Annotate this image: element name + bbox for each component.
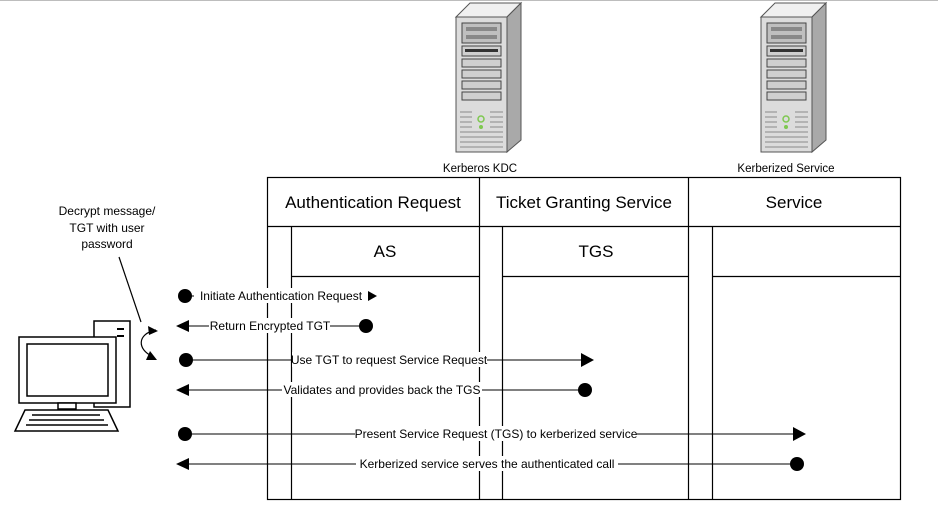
- client-note-line-2: TGT with user: [69, 221, 144, 235]
- message-3-label: Use TGT to request Service Request: [291, 353, 488, 367]
- decrypt-loop-arrowhead: [146, 351, 157, 360]
- swimlane-frame: [266, 176, 902, 501]
- message-5-label: Present Service Request (TGS) to kerberi…: [355, 427, 638, 441]
- loop-incoming-arrowhead: [148, 326, 158, 335]
- lane-header-authentication: Authentication Request: [285, 193, 461, 212]
- client-note-line-1: Decrypt message/: [59, 204, 156, 218]
- message-1-label: Initiate Authentication Request: [200, 289, 363, 303]
- lane-header-service: Service: [766, 193, 823, 212]
- client-note-line-3: password: [81, 237, 132, 251]
- client-computer-icon: [13, 320, 131, 432]
- message-6-label: Kerberized service serves the authentica…: [360, 457, 615, 471]
- kdc-server-icon: [454, 1, 523, 154]
- service-caption: Kerberized Service: [737, 163, 834, 175]
- message-2-label: Return Encrypted TGT: [210, 319, 331, 333]
- lane-header-tgs: Ticket Granting Service: [496, 193, 672, 212]
- note-callout-line: [118, 256, 142, 323]
- decrypt-loop-arrow: [140, 329, 157, 357]
- kdc-caption: Kerberos KDC: [443, 163, 517, 175]
- component-tgs: TGS: [579, 242, 614, 261]
- component-as: AS: [374, 242, 397, 261]
- service-server-icon: [759, 1, 828, 154]
- message-4-label: Validates and provides back the TGS: [283, 383, 480, 397]
